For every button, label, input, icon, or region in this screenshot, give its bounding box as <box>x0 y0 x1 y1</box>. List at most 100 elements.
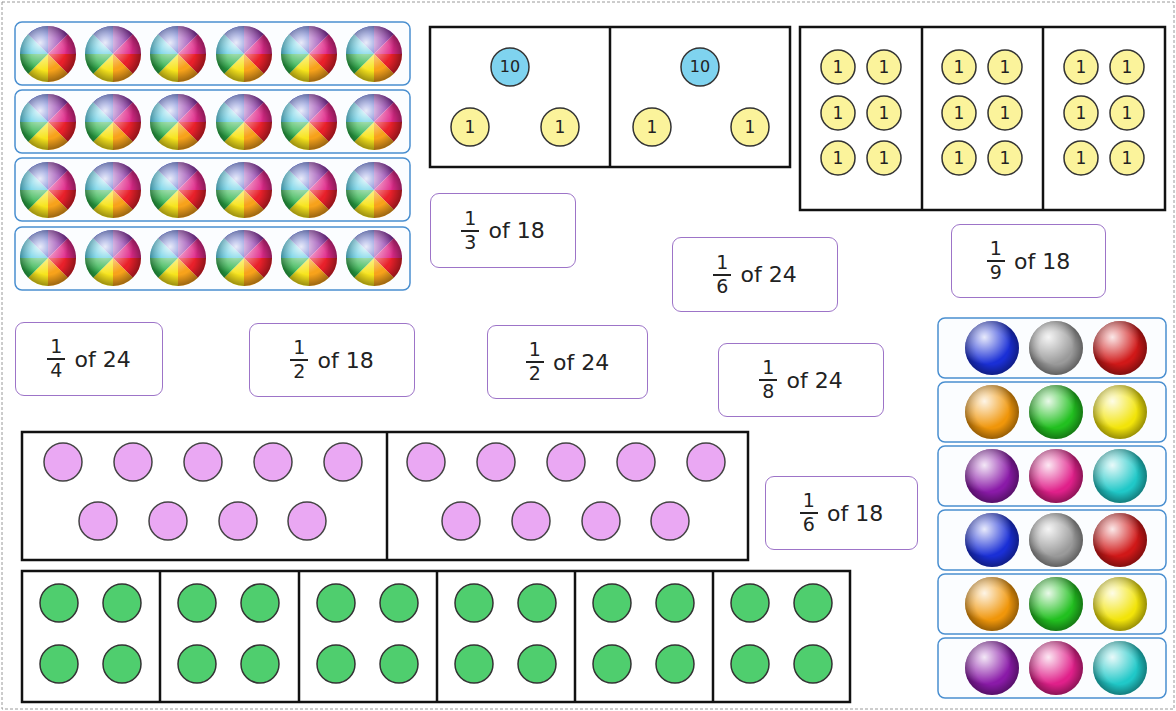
fraction-bar: 1 <box>800 491 818 514</box>
counter-circle <box>942 50 976 84</box>
fraction-of-text: of 18 <box>827 501 883 526</box>
counter-value: 1 <box>954 59 965 76</box>
place-value-counter: 1 <box>866 140 902 176</box>
place-value-counter: 1 <box>987 95 1023 131</box>
place-value-counter: 1 <box>1109 95 1145 131</box>
counter-circle <box>1064 50 1098 84</box>
fraction: 13 <box>461 209 479 253</box>
green-counter <box>518 584 556 622</box>
rainbow-balls <box>20 26 402 286</box>
pink-counter <box>687 443 725 481</box>
counter-circle <box>867 141 901 175</box>
place-value-counter: 1 <box>820 49 856 85</box>
fraction-denominator: 2 <box>529 362 541 384</box>
marble-row <box>938 318 1166 378</box>
fraction-denominator-box: 8 <box>762 381 774 402</box>
rainbow-ball <box>281 162 337 218</box>
marble-row <box>938 382 1166 442</box>
rainbow-ball <box>150 162 206 218</box>
counter-value: 1 <box>833 105 844 122</box>
counter-circle <box>1110 96 1144 130</box>
part-divider <box>298 571 301 702</box>
green-counter <box>518 645 556 683</box>
fraction-of-text: of 24 <box>786 368 842 393</box>
pink-frame <box>22 432 748 560</box>
marble-shine <box>1093 449 1147 503</box>
counter-value: 1 <box>1076 105 1087 122</box>
place-value-counter: 1 <box>820 140 856 176</box>
counter-circle <box>867 96 901 130</box>
card-content: 16 of 18 <box>800 491 883 535</box>
pink-counter <box>582 502 620 540</box>
fraction-numerator: 1 <box>529 338 541 360</box>
marble-rows <box>938 318 1166 698</box>
counter-value: 1 <box>879 150 890 167</box>
marble-shine <box>965 513 1019 567</box>
marble-row <box>938 638 1166 698</box>
rainbow-ball <box>216 162 272 218</box>
fraction-numerator: 1 <box>50 335 62 357</box>
marble <box>1093 641 1147 695</box>
marble-shine <box>1029 577 1083 631</box>
card-content: 14of 24 <box>47 337 130 381</box>
pink-counter <box>547 443 585 481</box>
marble-shine <box>1093 577 1147 631</box>
counter-circle <box>731 108 769 146</box>
card-content: 16of 24 <box>713 253 796 297</box>
marble <box>1029 321 1083 375</box>
fraction-bar: 1 <box>713 253 731 276</box>
rainbow-ball <box>150 26 206 82</box>
pink-counter <box>219 502 257 540</box>
marble <box>1093 513 1147 567</box>
marble-shine <box>1093 321 1147 375</box>
place-value-counter: 1 <box>866 49 902 85</box>
fraction-card: 19of 18 <box>951 224 1106 298</box>
fraction: 12 <box>526 340 544 384</box>
green-counter <box>103 584 141 622</box>
counter-circle <box>942 141 976 175</box>
green-frame <box>22 571 850 702</box>
marble-shine <box>1029 641 1083 695</box>
place-value-counter: 1 <box>941 49 977 85</box>
marble-shine <box>965 577 1019 631</box>
counter-value: 10 <box>500 59 520 75</box>
fraction-numerator: 1 <box>803 489 815 511</box>
rainbow-ball <box>216 26 272 82</box>
part-frame <box>430 27 790 167</box>
counter-circle <box>541 108 579 146</box>
fraction-card: 14of 24 <box>15 322 163 396</box>
marble <box>965 321 1019 375</box>
fraction-of-text: of 24 <box>553 350 609 375</box>
fraction-denominator-box: 9 <box>990 262 1002 283</box>
fraction-of-text: of 18 <box>317 348 373 373</box>
green-counter <box>593 584 631 622</box>
ball-row <box>15 227 410 290</box>
marble <box>1029 449 1083 503</box>
counter-value: 1 <box>1122 150 1133 167</box>
fraction-of-text: of 24 <box>74 347 130 372</box>
rainbow-ball <box>346 94 402 150</box>
part-divider <box>1042 27 1045 210</box>
counter-circle <box>1064 96 1098 130</box>
rainbow-ball <box>20 230 76 286</box>
place-value-counter: 1 <box>1063 140 1099 176</box>
marble-shine <box>965 641 1019 695</box>
marble-row <box>938 510 1166 570</box>
fraction-card: 18of 24 <box>718 343 884 417</box>
part-divider <box>609 27 612 167</box>
part-frame <box>22 432 748 560</box>
counter-value: 1 <box>1122 59 1133 76</box>
fraction: 16 <box>800 491 818 535</box>
counter-value: 10 <box>690 59 710 75</box>
counter-circle <box>988 141 1022 175</box>
pink-counter <box>79 502 117 540</box>
marble <box>1029 513 1083 567</box>
green-counter <box>656 584 694 622</box>
counter-value: 1 <box>833 59 844 76</box>
marble-shine <box>1029 385 1083 439</box>
place-value-counter: 1 <box>450 107 490 147</box>
part-divider <box>712 571 715 702</box>
fraction-of-text: of 24 <box>740 262 796 287</box>
fraction-denominator-box: 2 <box>293 361 305 382</box>
green-counter <box>656 645 694 683</box>
